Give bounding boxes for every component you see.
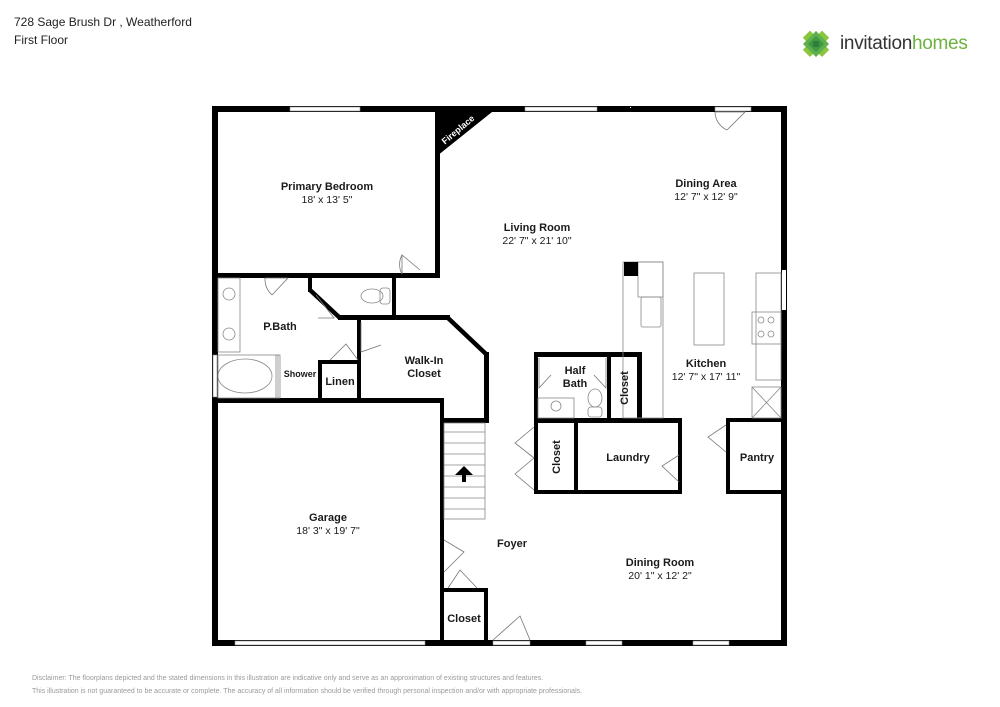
room-half-bath-1: Half — [565, 365, 586, 377]
diagonal-walls — [308, 288, 488, 356]
disclaimer: Disclaimer: The floorplans depicted and … — [32, 673, 582, 698]
interior-walls — [212, 112, 787, 646]
property-address: 728 Sage Brush Dr , Weatherford — [14, 15, 192, 29]
dims-garage: 18' 3" x 19' 7" — [296, 525, 360, 537]
header: 728 Sage Brush Dr , Weatherford First Fl… — [14, 13, 192, 49]
clover-logo-icon — [802, 30, 830, 58]
fireplace — [437, 112, 492, 156]
room-laundry: Laundry — [606, 452, 650, 464]
room-primary-bedroom: Primary Bedroom — [281, 181, 374, 193]
dims-dining-room: 20' 1" x 12' 2" — [628, 570, 692, 582]
room-pantry: Pantry — [740, 452, 775, 464]
room-pbath: P.Bath — [263, 321, 297, 333]
room-closet-laundry: Closet — [551, 440, 563, 474]
fixtures — [217, 261, 782, 520]
room-foyer: Foyer — [497, 538, 528, 550]
room-living-room: Living Room — [504, 222, 571, 234]
room-closet-halfbath: Closet — [619, 371, 631, 405]
disclaimer-line-2: This illustration is not guaranteed to b… — [32, 687, 583, 695]
dims-primary-bedroom: 18' x 13' 5" — [302, 194, 353, 206]
room-closet-foyer: Closet — [447, 613, 481, 625]
room-dining-room: Dining Room — [626, 557, 695, 569]
disclaimer-line-1: Disclaimer: The floorplans depicted and … — [32, 675, 544, 682]
room-shower: Shower — [284, 369, 317, 379]
room-kitchen: Kitchen — [686, 358, 727, 370]
room-linen: Linen — [325, 376, 355, 388]
room-dining-area: Dining Area — [675, 178, 737, 190]
windows — [212, 106, 786, 646]
column — [624, 262, 638, 276]
stair-arrow-icon — [455, 466, 473, 482]
room-walkin-closet-1: Walk-In — [405, 355, 444, 367]
dims-dining-area: 12' 7" x 12' 9" — [674, 191, 738, 203]
dims-living-room: 22' 7" x 21' 10" — [502, 235, 572, 247]
room-walkin-closet-2: Closet — [407, 368, 441, 380]
doors — [264, 111, 746, 641]
room-half-bath-2: Bath — [563, 378, 588, 390]
room-garage: Garage — [309, 512, 347, 524]
brand-logo: invitationhomes — [798, 26, 968, 62]
logo-wordmark: invitationhomes — [840, 33, 968, 54]
floor-label: First Floor — [14, 33, 68, 47]
dims-kitchen: 12' 7" x 17' 11" — [672, 371, 741, 383]
